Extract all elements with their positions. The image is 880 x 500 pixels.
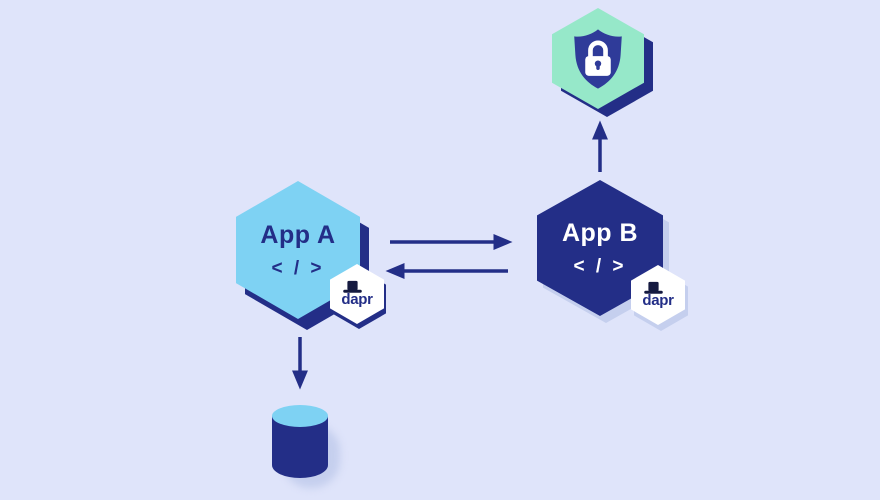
shield-icon: [574, 28, 622, 89]
dapr-hat-icon: [644, 281, 663, 294]
dapr-hat-icon: [343, 280, 362, 293]
app-b-dapr-label: dapr: [642, 292, 674, 309]
database-cylinder-top: [272, 405, 328, 427]
app-a-dapr-badge: dapr: [330, 264, 386, 329]
app-b-code-glyph: < / >: [573, 255, 627, 277]
app-a-dapr-label: dapr: [341, 291, 373, 308]
app-b-label: App B: [561, 218, 639, 247]
app-b-dapr-badge: dapr: [631, 265, 688, 331]
app-a-code-glyph: < / >: [271, 257, 325, 279]
security-node: [552, 8, 653, 117]
lock-icon: [585, 40, 611, 76]
app-a-label: App A: [260, 220, 336, 249]
